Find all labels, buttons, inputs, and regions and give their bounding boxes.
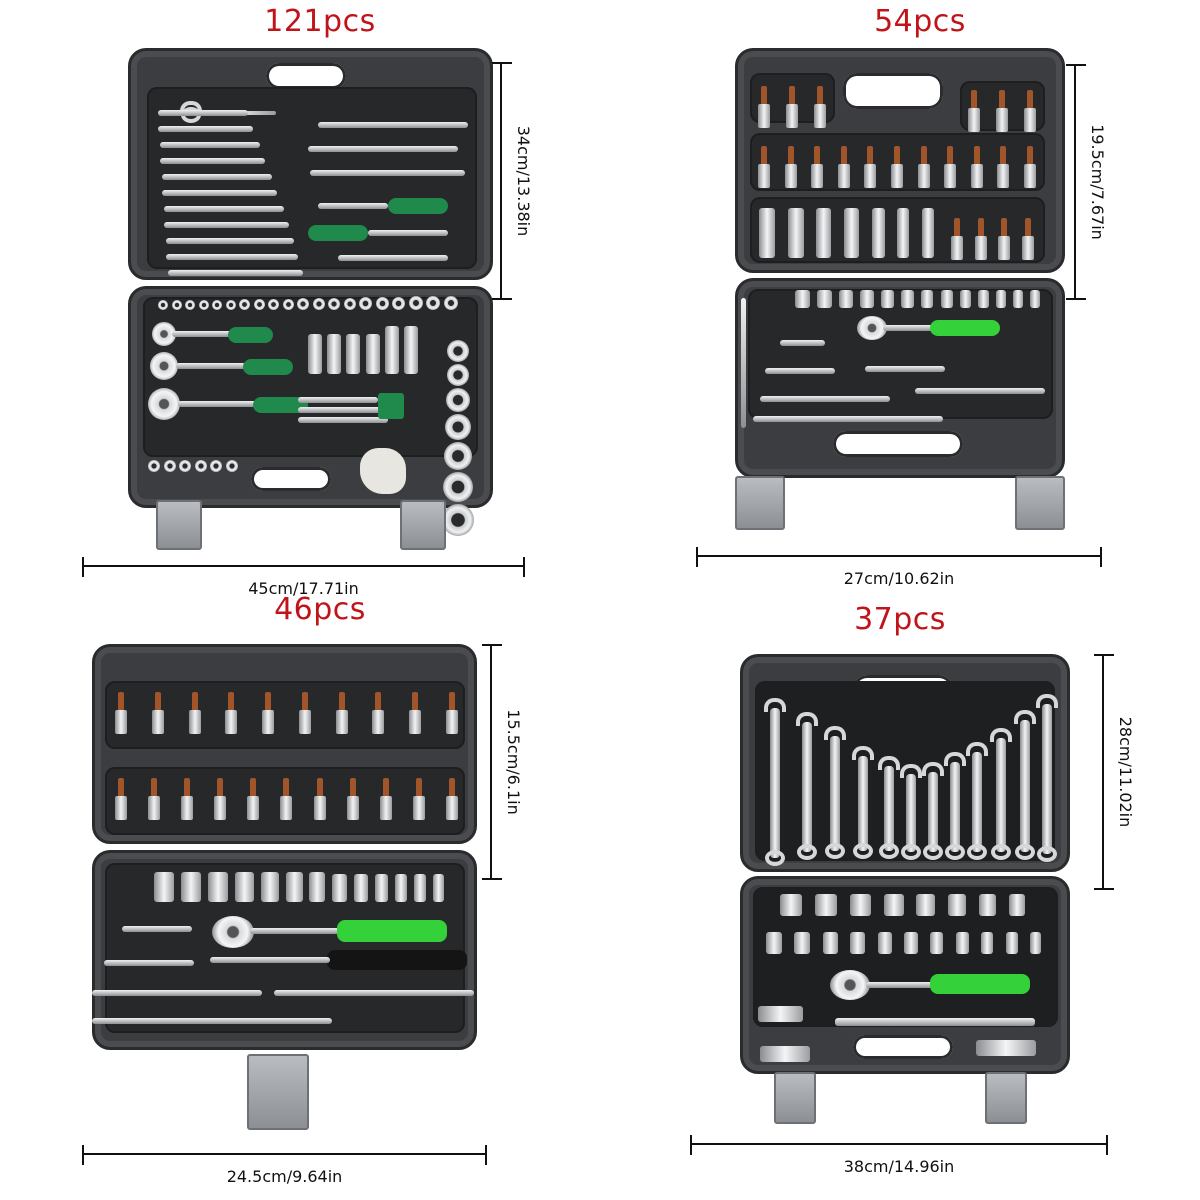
universal-joint <box>976 1040 1036 1056</box>
width-label: 24.5cm/9.64in <box>226 1167 343 1186</box>
extension-bar <box>104 960 194 966</box>
screwdriver-grip <box>308 225 368 241</box>
height-dimension: 19.5cm/7.67in <box>1066 64 1107 300</box>
ratchet-grip <box>337 920 447 942</box>
screwdriver-shaft <box>210 957 330 963</box>
extension-bar <box>765 368 835 374</box>
kit-title-121pcs: 121pcs <box>264 4 376 39</box>
spark-plug-socket <box>760 1046 810 1062</box>
height-label: 28cm/11.02in <box>1116 716 1135 828</box>
height-label: 19.5cm/7.67in <box>1088 124 1107 240</box>
socket-row <box>154 872 444 902</box>
case-latch <box>735 476 785 530</box>
toolkit-case-46pcs <box>92 644 477 1144</box>
socket-row <box>780 894 1025 916</box>
ratchet-grip <box>253 397 308 413</box>
wrench-set <box>760 694 1058 866</box>
case-latch <box>400 500 446 550</box>
ratchet-set <box>148 318 328 428</box>
case-handle <box>853 1035 953 1059</box>
socket-tray <box>753 887 1058 1027</box>
height-dimension: 15.5cm/6.1in <box>482 644 523 880</box>
width-dimension: 38cm/14.96in <box>690 1135 1108 1176</box>
width-dimension: 24.5cm/9.64in <box>82 1145 487 1186</box>
width-label: 45cm/17.71in <box>248 579 359 598</box>
oil-filter-wrench <box>360 448 406 494</box>
height-label: 34cm/13.38in <box>514 125 533 237</box>
socket-row <box>795 290 1040 308</box>
width-dimension: 27cm/10.62in <box>696 547 1102 588</box>
sliding-t-bar <box>274 990 474 996</box>
bit-socket-row <box>757 86 827 128</box>
ratchet-grip <box>930 320 1000 336</box>
kit-title-37pcs: 37pcs <box>854 602 946 637</box>
extension-bar <box>122 926 192 932</box>
ratchet-grip <box>930 974 1030 994</box>
ratchet-head <box>857 316 887 340</box>
case-latch <box>156 500 202 550</box>
kit-title-46pcs: 46pcs <box>274 592 366 627</box>
ratchet-grip <box>243 359 293 375</box>
l-wrench <box>741 298 746 428</box>
ratchet-shaft <box>866 982 936 988</box>
deep-socket-row <box>759 208 934 258</box>
bit-socket-row <box>757 146 1037 188</box>
height-dimension: 28cm/11.02in <box>1094 654 1135 890</box>
large-socket-column <box>440 338 476 538</box>
ratchet-head <box>212 916 254 948</box>
case-base <box>735 278 1065 478</box>
socket-row <box>158 296 458 310</box>
case-latch <box>774 1072 816 1124</box>
extension-bar <box>835 1018 1035 1026</box>
screwdriver-grip <box>327 950 467 970</box>
case-handle <box>833 431 963 457</box>
ratchet-shaft <box>883 325 933 331</box>
socket-tray <box>143 297 478 457</box>
toolkit-case-54pcs <box>735 48 1065 530</box>
height-label: 15.5cm/6.1in <box>504 709 523 815</box>
toolkit-case-37pcs <box>740 654 1070 1124</box>
ratchet-grip <box>228 327 273 343</box>
extension-bars <box>308 108 468 278</box>
spark-plug-socket <box>758 1006 803 1022</box>
extension-bar <box>780 340 825 346</box>
case-latch <box>247 1054 309 1130</box>
width-label: 38cm/14.96in <box>843 1157 955 1176</box>
extension-bar <box>92 990 262 996</box>
height-dimension: 34cm/13.38in <box>492 62 533 300</box>
screwdriver-grip <box>388 198 448 214</box>
bit-socket-row <box>950 218 1035 260</box>
bit-socket-row <box>967 90 1037 132</box>
kit-title-54pcs: 54pcs <box>874 4 966 39</box>
case-handle <box>251 467 331 491</box>
sliding-t-bar <box>915 388 1045 394</box>
toolkit-case-121pcs <box>128 48 493 550</box>
small-socket-row <box>148 460 238 472</box>
extension-bar <box>760 396 890 402</box>
extension-bar <box>92 1018 332 1024</box>
socket-row <box>766 932 1041 954</box>
bit-tray-top <box>105 681 465 749</box>
hex-key-set <box>298 393 418 443</box>
width-dimension: 45cm/17.71in <box>82 557 525 598</box>
case-latch <box>985 1072 1027 1124</box>
width-label: 27cm/10.62in <box>843 569 955 588</box>
case-latch <box>1015 476 1065 530</box>
extension-bar <box>865 366 945 372</box>
extension-bar <box>753 416 943 422</box>
case-handle <box>266 63 346 89</box>
ratchet-head <box>830 970 870 1000</box>
case-handle <box>843 73 943 109</box>
deep-socket-row <box>308 326 418 374</box>
bit-socket-row <box>114 778 459 820</box>
bit-socket-row <box>114 692 459 734</box>
ratchet-shaft <box>250 928 340 934</box>
